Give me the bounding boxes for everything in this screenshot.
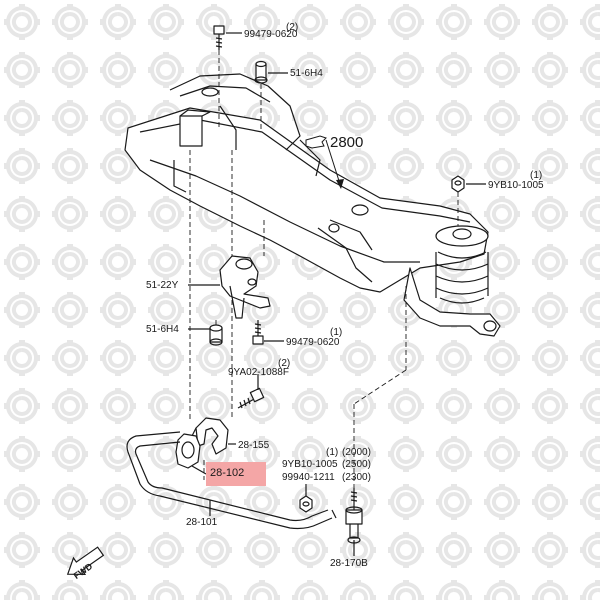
label-link-nut-b[interactable]: 99940-1211 bbox=[282, 472, 335, 483]
label-nut-left[interactable]: 51-6H4 bbox=[146, 324, 179, 335]
bolt-99479-0620-top[interactable] bbox=[213, 25, 225, 50]
lower-arm[interactable] bbox=[403, 267, 501, 337]
label-variant-2000: (2000) bbox=[342, 447, 371, 458]
label-bolt-clamp-qty: (2) bbox=[278, 358, 291, 369]
stabilizer-link-28-170b[interactable] bbox=[345, 488, 363, 544]
bracket-51-22y[interactable] bbox=[219, 255, 271, 319]
coil-spring[interactable] bbox=[435, 225, 489, 304]
label-nut-right[interactable]: 9YB10-1005 bbox=[488, 180, 544, 191]
label-clamp[interactable]: 28-155 bbox=[238, 440, 270, 451]
crossmember-2800[interactable] bbox=[124, 73, 489, 293]
nut-51-6h4-top[interactable] bbox=[254, 60, 268, 84]
nut-link[interactable] bbox=[299, 495, 313, 513]
label-bushing[interactable]: 28-102 bbox=[210, 467, 245, 479]
label-bolt-mid[interactable]: 99479-0620 bbox=[286, 337, 340, 348]
label-nut-top[interactable]: 51-6H4 bbox=[290, 68, 323, 79]
label-bolt-top[interactable]: 99479-0620 bbox=[244, 29, 298, 40]
label-bolt-mid-qty: (1) bbox=[330, 327, 343, 338]
bolt-9ya02-1088f[interactable] bbox=[237, 387, 265, 409]
label-bracket[interactable]: 51-22Y bbox=[146, 280, 179, 291]
label-link[interactable]: 28-170B bbox=[330, 558, 368, 569]
label-variant-2500: (2500) bbox=[342, 459, 371, 470]
stabilizer-bar-28-101[interactable] bbox=[126, 431, 337, 530]
label-bolt-clamp[interactable]: 9YA02-1088F bbox=[228, 367, 289, 378]
label-link-qty-a: (1) bbox=[326, 447, 339, 458]
label-crossmember[interactable]: 2800 bbox=[330, 134, 364, 151]
fwd-arrow-icon bbox=[66, 546, 105, 575]
pointing-hand-icon bbox=[305, 135, 327, 149]
label-bolt-top-qty: (2) bbox=[286, 22, 299, 33]
bolt-99479-0620-mid[interactable] bbox=[252, 320, 264, 345]
label-stab-bar[interactable]: 28-101 bbox=[186, 517, 218, 528]
label-variant-2300: (2300) bbox=[342, 472, 371, 483]
label-nut-right-qty: (1) bbox=[530, 170, 543, 181]
label-link-nut-a[interactable]: 9YB10-1005 bbox=[282, 459, 338, 470]
nut-51-6h4-left[interactable] bbox=[209, 324, 223, 346]
nut-9yb10-1005-right[interactable] bbox=[451, 175, 465, 193]
highlight-box bbox=[206, 462, 266, 486]
bushing-28-102[interactable] bbox=[175, 433, 201, 469]
